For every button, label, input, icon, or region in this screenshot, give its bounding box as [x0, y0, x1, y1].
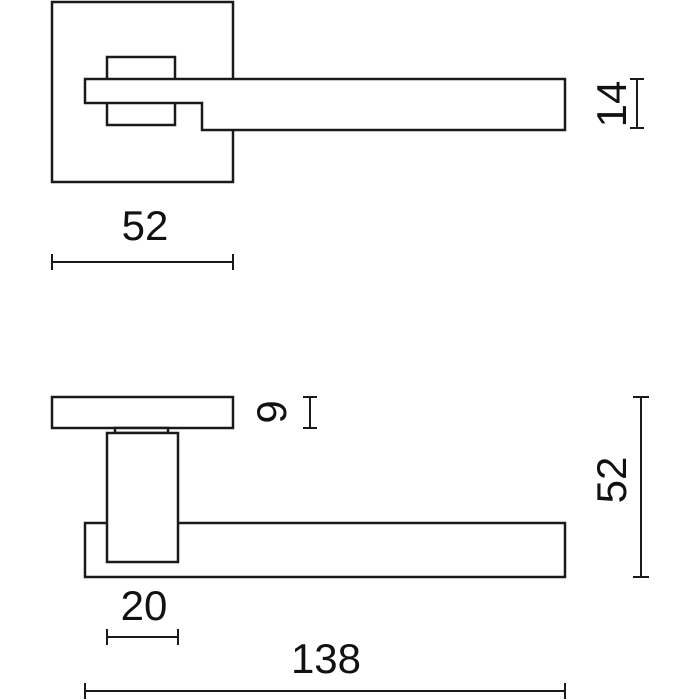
dimension-52-height: 52 — [588, 396, 649, 578]
dimension-label-52: 52 — [122, 202, 169, 249]
dimension-138: 138 — [84, 635, 566, 699]
spindle-block — [105, 431, 180, 564]
dimension-9: 9 — [248, 396, 317, 429]
dimension-label-20: 20 — [121, 582, 168, 629]
dimension-label-52-height: 52 — [588, 457, 635, 504]
dimension-label-14: 14 — [588, 81, 635, 128]
dimension-14: 14 — [588, 78, 644, 129]
dimension-label-138: 138 — [291, 635, 361, 682]
lever-front — [83, 77, 567, 132]
lever-side — [83, 521, 567, 579]
dimension-20: 20 — [106, 582, 179, 645]
front-view: 14 52 — [50, 0, 644, 270]
rosette-side — [50, 395, 235, 430]
dimension-label-9: 9 — [248, 400, 295, 423]
side-view: 9 52 20 138 — [50, 395, 649, 699]
dimension-52-width: 52 — [51, 202, 234, 270]
